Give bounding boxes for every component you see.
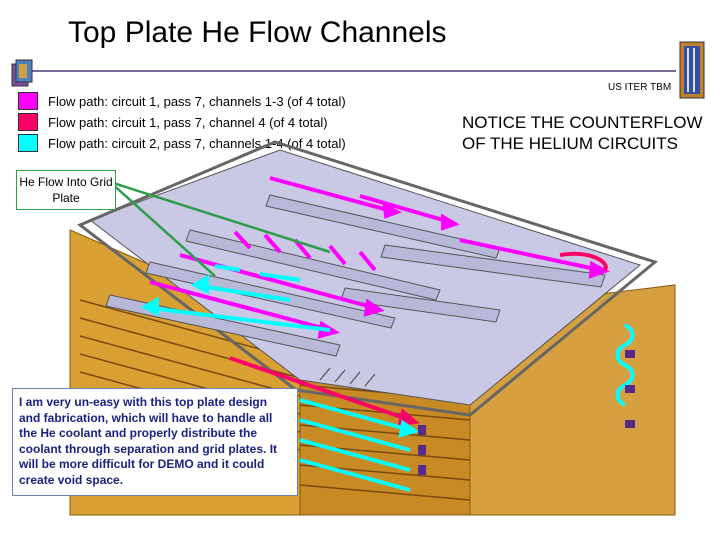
design-comment: I am very un-easy with this top plate de… [12, 388, 298, 496]
he-flow-callout: He Flow Into Grid Plate [16, 170, 116, 210]
callout-leader-lines [109, 180, 331, 277]
slide-title: Top Plate He Flow Channels [68, 16, 447, 49]
module-logo-icon [679, 41, 705, 99]
legend-swatch [18, 92, 38, 110]
circuit1-flow-arrows [149, 176, 610, 339]
circuit1-ch4-flow-arrows [229, 251, 608, 427]
channel-markers [418, 350, 635, 475]
legend-swatch [18, 134, 38, 152]
circuit2-flow-arrows [140, 264, 635, 492]
top-plate-rim [77, 140, 659, 417]
legend-label: Flow path: circuit 1, pass 7, channels 1… [48, 94, 346, 109]
legend-swatch [18, 113, 38, 131]
tbm-logo-icon [11, 59, 33, 87]
counterflow-notice: NOTICE THE COUNTERFLOW OF THE HELIUM CIR… [462, 113, 703, 153]
hatched-region [319, 367, 376, 387]
legend-label: Flow path: circuit 1, pass 7, channel 4 … [48, 115, 328, 130]
title-divider [28, 70, 676, 72]
org-label: US ITER TBM [608, 82, 672, 93]
legend-label: Flow path: circuit 2, pass 7, channels 1… [48, 136, 346, 151]
